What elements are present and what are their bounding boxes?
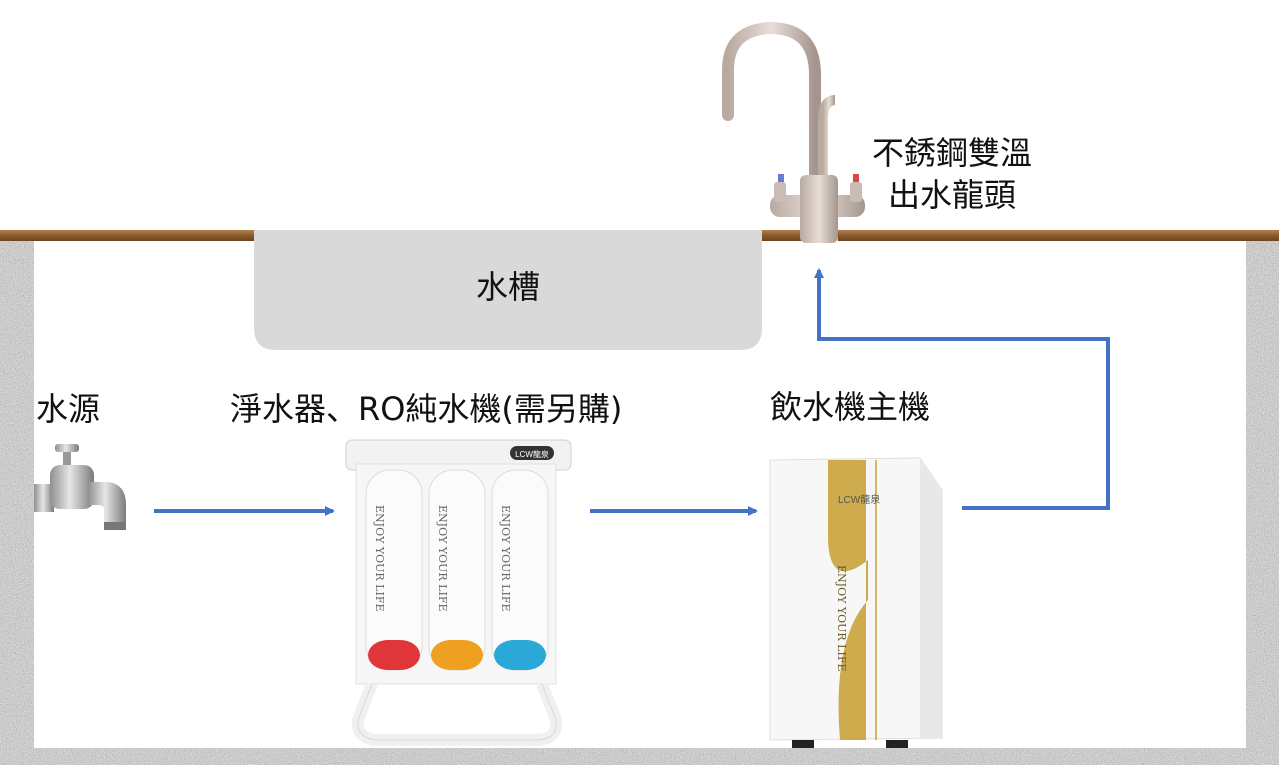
dispenser-logo: LCW龍泉 (838, 493, 880, 506)
faucet-label-line2: 出水龍頭 (887, 175, 1016, 214)
sink-label: 水槽 (475, 268, 540, 306)
faucet-label-line1: 不銹鋼雙溫 (871, 134, 1032, 172)
water-source-label: 水源 (36, 390, 101, 428)
dispenser-unit-image: LCW龍泉 ENJOY YOUR LIFE (769, 457, 943, 748)
filter-slogan-3: ENJOY YOUR LIFE (499, 505, 512, 611)
purifier-label: 淨水器、RO純水機(需另購) (230, 390, 623, 428)
sink-basin (254, 230, 762, 350)
arrow-dispenser-to-faucet (814, 268, 1110, 510)
dispenser-label: 飲水機主機 (770, 388, 931, 426)
faucet-label: 不銹鋼雙溫 出水龍頭 (852, 133, 1052, 216)
dispenser-slogan: ENJOY YOUR LIFE (835, 565, 848, 671)
filter-slogan-2: ENJOY YOUR LIFE (436, 505, 449, 611)
cabinet-granite (0, 238, 1279, 765)
faucet-icon (722, 21, 865, 243)
tap-icon (34, 444, 126, 530)
filter-logo: LCW龍泉 (515, 449, 549, 459)
flow-arrows (154, 268, 1110, 516)
filter-system-image: LCW龍泉 ENJOY YOUR LIFE ENJOY YOUR LIFE EN… (345, 439, 572, 746)
countertop (0, 230, 1279, 241)
filter-slogan-1: ENJOY YOUR LIFE (373, 505, 386, 611)
